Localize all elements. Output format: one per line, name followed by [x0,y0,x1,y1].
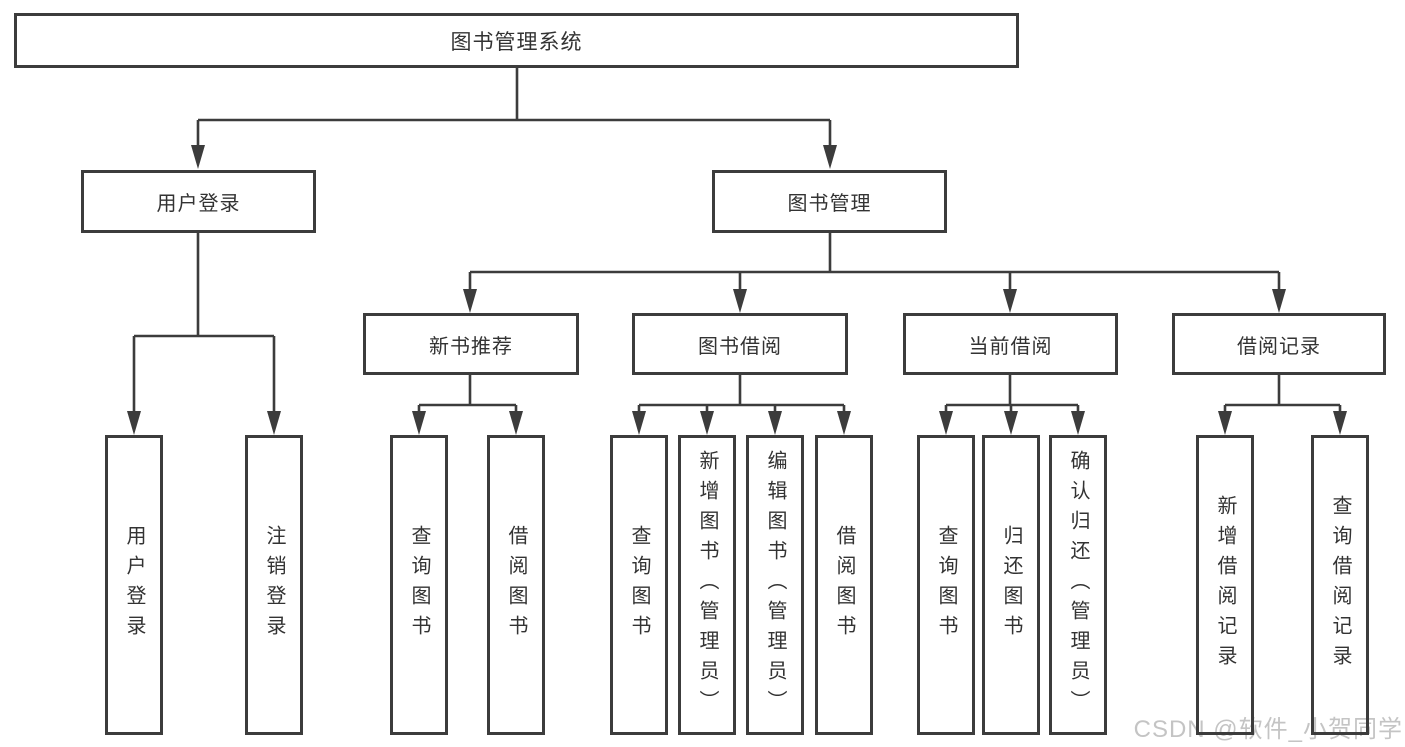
node-leaf-borrow-edit-book-admin-label: 编辑图书（管理员） [764,450,786,720]
node-user-login-label: 用户登录 [156,193,241,215]
node-book-borrow-label: 图书借阅 [698,335,782,358]
node-leaf-logout-label: 注销登录 [263,525,285,645]
node-leaf-recommend-borrow-book: 借阅图书 [487,435,545,735]
node-new-book-recommend-label: 新书推荐 [429,335,513,358]
node-leaf-record-query-record-label: 查询借阅记录 [1329,495,1351,675]
node-leaf-recommend-query-book: 查询图书 [390,435,448,735]
node-leaf-recommend-query-book-label: 查询图书 [408,525,430,645]
node-leaf-borrow-add-book-admin-label: 新增图书（管理员） [696,450,718,720]
node-leaf-borrow-borrow-book-label: 借阅图书 [833,525,855,645]
node-leaf-current-query-book: 查询图书 [917,435,975,735]
node-leaf-borrow-query-book: 查询图书 [610,435,668,735]
node-book-borrow: 图书借阅 [632,313,848,375]
connector-new-book-recommend-children [412,375,523,435]
node-new-book-recommend: 新书推荐 [363,313,579,375]
node-current-borrow-label: 当前借阅 [968,335,1053,358]
node-leaf-borrow-borrow-book: 借阅图书 [815,435,873,735]
node-leaf-current-confirm-return-admin: 确认归还（管理员） [1049,435,1107,735]
node-book-management: 图书管理 [712,170,947,233]
node-leaf-borrow-edit-book-admin: 编辑图书（管理员） [746,435,804,735]
connector-borrow-record-children [1218,375,1347,435]
node-leaf-user-login-label: 用户登录 [123,525,145,645]
node-root: 图书管理系统 [14,13,1019,68]
node-leaf-current-return-book: 归还图书 [982,435,1040,735]
connector-current-borrow-children [939,375,1085,435]
node-leaf-current-confirm-return-admin-label: 确认归还（管理员） [1067,450,1089,720]
node-leaf-record-add-record-label: 新增借阅记录 [1214,495,1236,675]
node-user-login: 用户登录 [81,170,316,233]
connector-root-to-level2 [191,68,837,169]
node-leaf-borrow-add-book-admin: 新增图书（管理员） [678,435,736,735]
node-leaf-user-login: 用户登录 [105,435,163,735]
node-current-borrow: 当前借阅 [903,313,1118,375]
node-leaf-recommend-borrow-book-label: 借阅图书 [505,525,527,645]
node-borrow-record-label: 借阅记录 [1237,335,1321,358]
node-book-management-label: 图书管理 [787,193,872,215]
node-leaf-current-query-book-label: 查询图书 [935,525,957,645]
node-leaf-borrow-query-book-label: 查询图书 [628,525,650,645]
node-borrow-record: 借阅记录 [1172,313,1386,375]
csdn-watermark: CSDN @软件_小贺同学 [1133,716,1403,743]
node-leaf-record-query-record: 查询借阅记录 [1311,435,1369,735]
connector-user-login-children [127,233,281,435]
connector-book-management-children [463,233,1286,313]
node-leaf-record-add-record: 新增借阅记录 [1196,435,1254,735]
node-root-label: 图书管理系统 [450,30,583,54]
connector-book-borrow-children [632,375,851,435]
node-leaf-current-return-book-label: 归还图书 [1000,525,1022,645]
node-leaf-logout: 注销登录 [245,435,303,735]
